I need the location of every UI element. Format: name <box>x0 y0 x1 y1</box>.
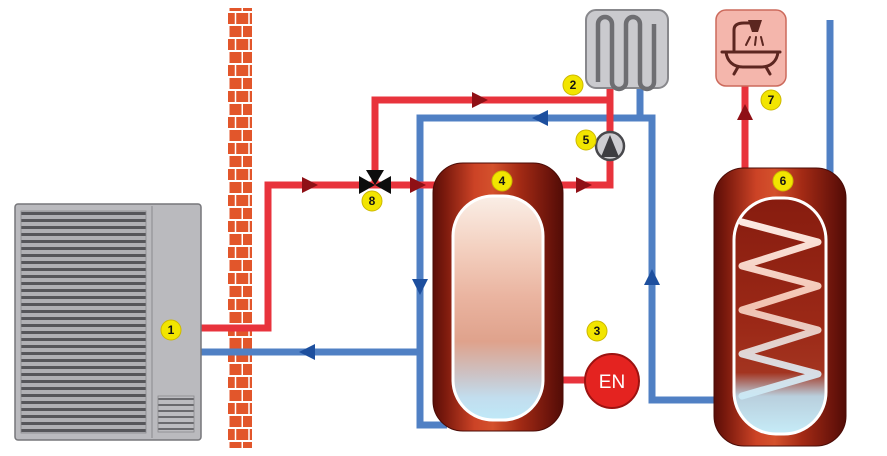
radiator-icon <box>585 9 669 92</box>
badges: 1 2 3 4 5 6 7 8 <box>160 74 794 342</box>
buffer-to-pump-pipe <box>558 84 614 189</box>
badge-7: 7 <box>760 89 782 111</box>
dhw-tank <box>713 167 847 447</box>
buffer-tank-inner <box>451 194 545 422</box>
badge-3: 3 <box>586 320 608 342</box>
badge-label: 6 <box>780 174 787 188</box>
three-way-valve-icon <box>359 170 391 194</box>
flow-arrow-left <box>532 110 548 126</box>
badge-label: 3 <box>594 324 601 338</box>
badge-label: 8 <box>369 194 376 208</box>
flow-arrow-down <box>412 279 428 295</box>
flow-arrow-right <box>576 177 592 193</box>
shower-icon <box>715 9 787 87</box>
hot-pipes <box>197 84 749 384</box>
badge-1: 1 <box>160 319 182 341</box>
shower-spray <box>745 36 764 46</box>
heat-pump-supply-pipe <box>197 181 447 332</box>
badge-label: 7 <box>768 93 775 107</box>
valve-to-radiator-pipe <box>371 96 610 188</box>
flow-arrow-right <box>302 177 318 193</box>
heat-pump-unit <box>14 203 202 441</box>
badge-8: 8 <box>361 190 383 212</box>
badge-label: 2 <box>570 78 577 92</box>
buffer-tank <box>432 162 564 432</box>
flow-arrow-up <box>737 104 753 120</box>
badge-4: 4 <box>491 170 513 192</box>
electric-heater: EN <box>584 353 640 409</box>
badge-5: 5 <box>575 129 597 151</box>
radiator-coil <box>595 14 657 92</box>
brick-wall <box>228 8 252 448</box>
pump-icon <box>594 130 626 162</box>
flow-arrows <box>299 92 753 360</box>
flow-arrow-right <box>472 92 488 108</box>
bathtub-icon <box>720 21 782 76</box>
badge-label: 5 <box>583 133 590 147</box>
heat-pump-grille <box>157 395 195 433</box>
heat-pump-fins <box>20 210 147 434</box>
shower-head-icon <box>748 20 762 32</box>
badge-label: 4 <box>499 174 506 188</box>
electric-heater-label: EN <box>599 372 625 393</box>
flow-arrow-right <box>410 177 426 193</box>
badge-2: 2 <box>562 74 584 96</box>
badge-label: 1 <box>168 323 175 337</box>
pump-impeller <box>601 135 619 157</box>
flow-arrow-up <box>644 269 660 285</box>
flow-arrow-left <box>299 344 315 360</box>
heat-exchanger-coil-icon <box>738 218 822 400</box>
badge-6: 6 <box>772 170 794 192</box>
